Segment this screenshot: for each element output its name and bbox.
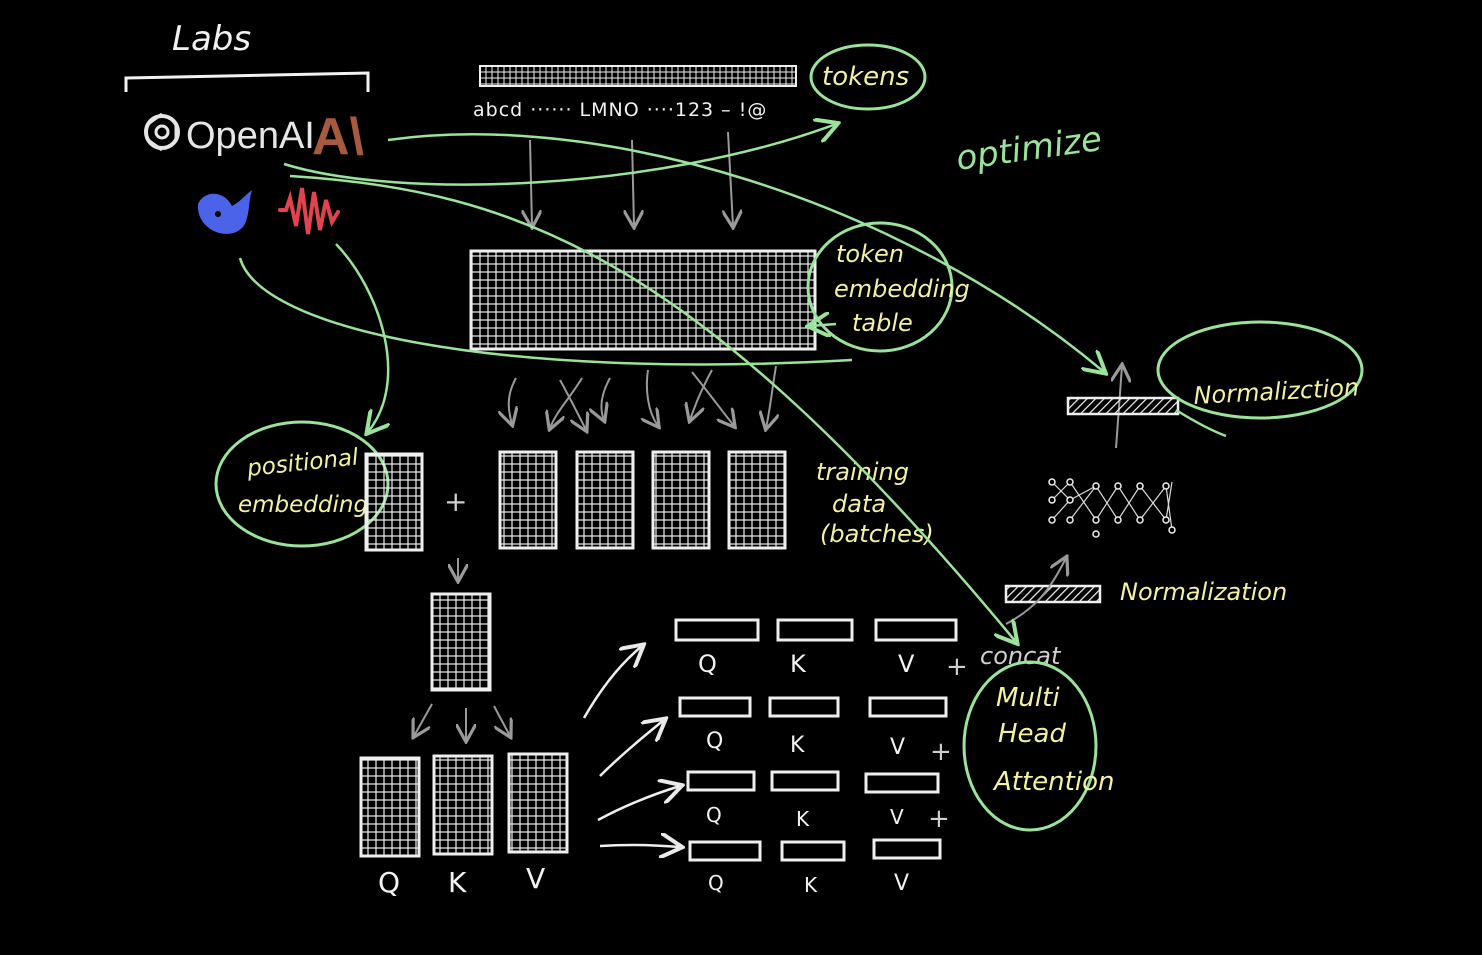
batch-matrix: [651, 450, 711, 550]
head-1-k: [776, 618, 854, 642]
head-labels: Q K V Q K V Q K V Q K V: [698, 650, 915, 897]
head-1-q-label: Q: [698, 650, 717, 678]
embedding-table-label-3: table: [852, 309, 913, 337]
token-embedding-table: [469, 249, 817, 351]
k-matrix: [432, 754, 494, 856]
plus-sign: +: [928, 804, 950, 834]
training-label-2: data: [832, 490, 886, 518]
token-to-table-arrows: [530, 131, 733, 226]
concat-plus-signs: + + +: [928, 652, 968, 834]
embedding-table-label-2: embedding: [834, 275, 970, 303]
head-4-q: [688, 840, 762, 862]
normalization-bar-bottom: [1004, 584, 1102, 604]
head-1-q: [674, 618, 760, 642]
positional-label-1: positional: [245, 444, 360, 482]
q-label: Q: [378, 866, 400, 899]
plus-sign: +: [946, 652, 968, 682]
embedding-table-circle: [806, 221, 954, 353]
attention-heads: [674, 618, 958, 862]
head-3-q: [686, 770, 756, 792]
head-3-q-label: Q: [706, 803, 722, 827]
batch-matrix: [498, 450, 558, 550]
mha-label-2: Head: [998, 719, 1066, 749]
mha-circle: [962, 660, 1098, 832]
positional-label-2: embedding: [238, 492, 368, 518]
labs-title: Labs: [172, 19, 251, 59]
optimize-curves: [238, 124, 1104, 642]
embedding-table-pointer: [810, 324, 837, 326]
sound-wave-icon: [278, 187, 340, 235]
training-batches: [498, 450, 787, 550]
head-4-v-label: V: [894, 871, 909, 896]
head-1-v: [874, 618, 958, 642]
head-1-k-label: K: [790, 650, 807, 678]
head-3-v: [864, 772, 940, 794]
v-label: V: [526, 862, 545, 895]
token-sequence: abcd ······ LMNO ····123 – !@: [473, 99, 767, 121]
positional-embedding-circle: [214, 420, 390, 548]
openai-logo-icon: [144, 112, 180, 152]
head-2-k-label: K: [790, 733, 805, 758]
labs-bracket: [124, 71, 370, 92]
head-2-v-label: V: [890, 735, 905, 760]
head-3-k-label: K: [796, 807, 810, 831]
openai-wordmark: OpenAI: [186, 115, 315, 157]
k-label: K: [448, 866, 467, 899]
table-to-batch-arrows: [509, 365, 776, 430]
training-label-3: (batches): [820, 520, 934, 548]
qkv-split-arrows: [414, 703, 510, 740]
input-matrix: [430, 592, 492, 692]
v-matrix: [507, 752, 569, 854]
positional-matrix: [364, 452, 424, 552]
head-4-q-label: Q: [708, 871, 724, 895]
head-2-q-label: Q: [706, 729, 723, 754]
heads-arrows: [582, 646, 680, 847]
normalization-bar-top: [1066, 396, 1180, 416]
plus-sign: +: [930, 737, 952, 767]
head-4-k: [780, 840, 846, 862]
head-4-k-label: K: [804, 873, 818, 897]
head-2-q: [678, 696, 752, 718]
deepseek-whale-icon: [197, 190, 252, 234]
mha-label-3: Attention: [992, 767, 1114, 797]
token-strip: [479, 65, 797, 87]
plus-sign-positional: +: [444, 485, 467, 518]
normalization-top-label: Normalizction: [1193, 373, 1360, 410]
batch-matrix: [575, 450, 635, 550]
neural-network-icon: [1048, 478, 1176, 538]
tokens-label: tokens: [822, 62, 909, 92]
head-4-v: [872, 838, 942, 860]
norm-pointer: [1175, 408, 1227, 438]
anthropic-logo-icon: A\: [312, 108, 364, 166]
q-matrix: [359, 756, 421, 858]
optimize-label: optimize: [954, 119, 1105, 179]
head-2-k: [768, 696, 840, 718]
mha-label-1: Multi: [996, 683, 1060, 713]
batch-matrix: [727, 450, 787, 550]
head-3-k: [770, 770, 840, 792]
normalization-bottom-label: Normalization: [1120, 578, 1287, 606]
head-1-v-label: V: [898, 650, 915, 678]
training-label-1: training: [816, 458, 909, 486]
embedding-table-label-1: token: [836, 240, 904, 268]
tokens-circle: [809, 43, 927, 111]
head-2-v: [868, 696, 948, 718]
head-3-v-label: V: [890, 805, 904, 829]
normalization-top-circle: [1156, 320, 1364, 420]
